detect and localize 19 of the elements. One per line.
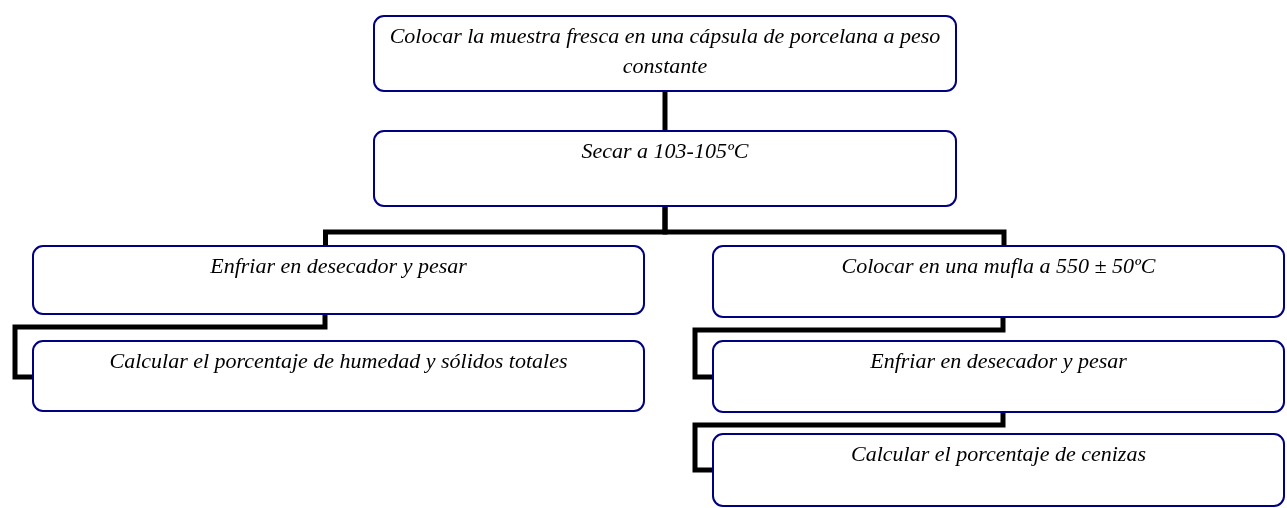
- step-text: Secar a 103-105ºC: [581, 137, 749, 165]
- process-box: [32, 245, 645, 315]
- step-text: Enfriar en desecador y pesar: [870, 347, 1127, 375]
- process-box: [712, 340, 1285, 413]
- process-box: [712, 433, 1285, 507]
- connector-line: [12, 315, 328, 380]
- connector-line: [662, 207, 1007, 245]
- process-box: [373, 15, 957, 92]
- connector-line: [692, 413, 1006, 473]
- step-text: Calcular el porcentaje de cenizas: [851, 440, 1146, 468]
- process-box: [373, 130, 957, 207]
- step-text: Calcular el porcentaje de humedad y sólidos totales: [109, 347, 568, 375]
- connector-line: [692, 318, 1006, 380]
- step-text: Colocar en una mufla a 550 ± 50ºC: [841, 252, 1156, 280]
- step-text: Colocar la muestra fresca en una cápsula de porcelana a peso constante: [388, 22, 942, 80]
- step-text: Enfriar en desecador y pesar: [210, 252, 467, 280]
- process-box: [32, 340, 645, 412]
- connector-line: [662, 92, 668, 130]
- process-box: [712, 245, 1285, 318]
